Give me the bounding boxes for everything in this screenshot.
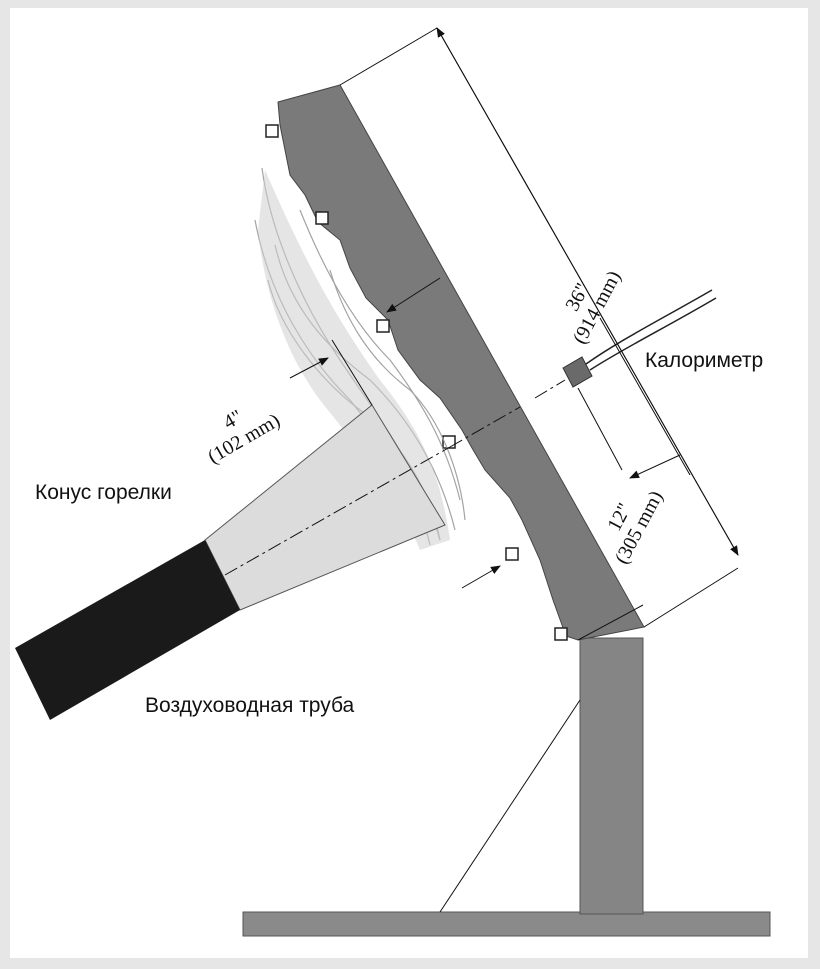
dim-label-total: 36" (914 mm) (561, 267, 625, 347)
dim-offset-mm: (102 mm) (204, 409, 284, 468)
label-air-tube: Воздуховодная труба (145, 694, 355, 717)
label-burner-cone: Конус горелки (35, 481, 172, 504)
support-post (579, 637, 644, 915)
dimension-calorimeter (577, 317, 691, 641)
dimension-offset (289, 277, 441, 406)
thermocouples (265, 124, 568, 641)
thermocouple-3 (376, 319, 390, 333)
base-plate (242, 911, 771, 937)
calorimeter-body (562, 356, 593, 388)
label-calorimeter: Калориметр (645, 349, 763, 372)
thermocouple-1 (265, 124, 279, 138)
center-lines (224, 379, 566, 576)
calorimeter-wire (585, 289, 713, 365)
calorimeter (562, 289, 717, 388)
calorimeter-wire (589, 297, 717, 371)
leader-line (439, 699, 581, 913)
dimension-total (339, 27, 739, 628)
dim-label-offset: 4" (102 mm) (204, 406, 284, 469)
air-tube (15, 540, 240, 720)
thermocouple-2 (315, 211, 329, 225)
thermocouple-5 (505, 547, 519, 561)
thermocouple-arrow (461, 565, 501, 589)
thermocouple-6 (554, 627, 568, 641)
